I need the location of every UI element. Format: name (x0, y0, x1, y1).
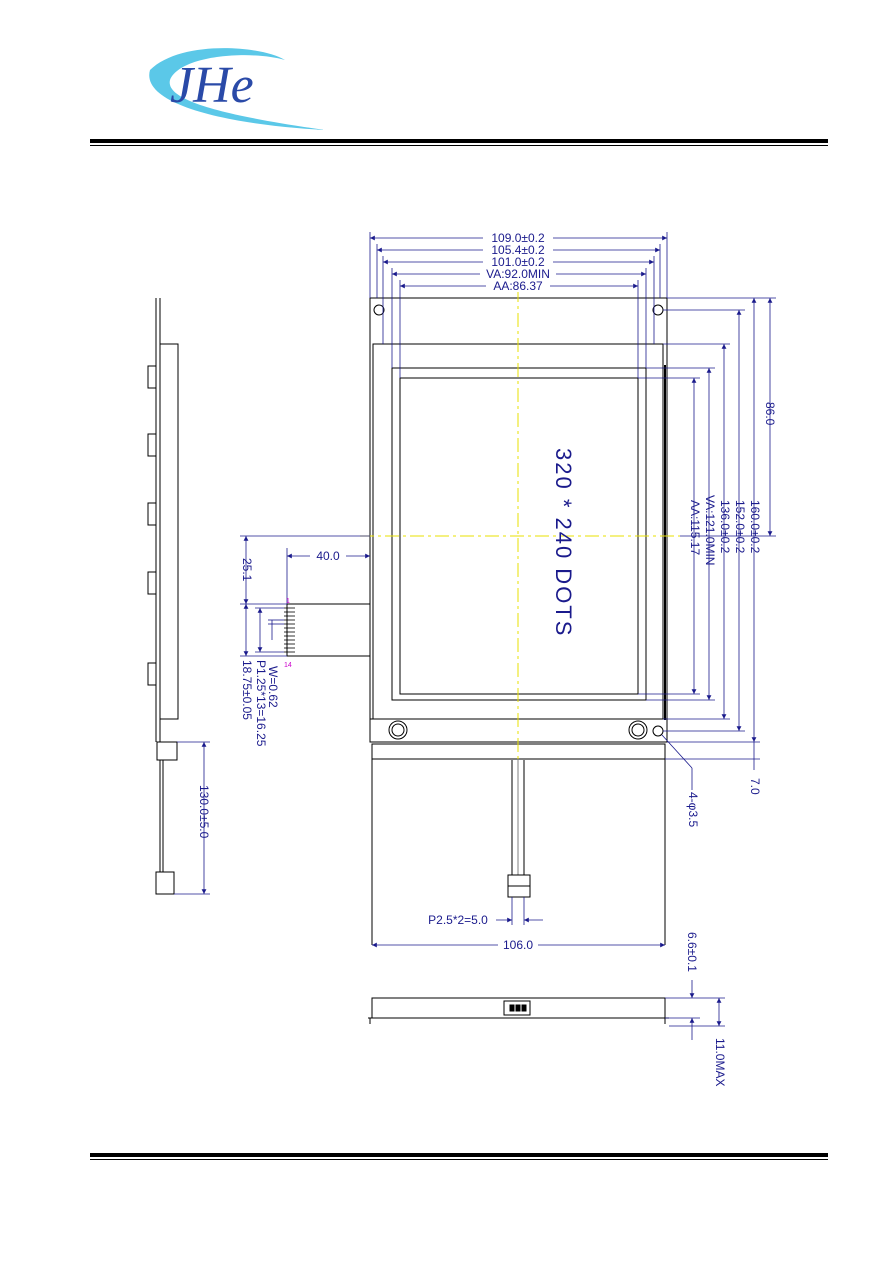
dim-pitch: P1.25*13=16.25 (254, 660, 268, 747)
mount-hole-tl (373, 304, 385, 316)
dim-aa-height: AA:115.17 (688, 500, 702, 555)
viewing-area (391, 367, 647, 701)
dim-fpc-width: 18.75±0.05 (240, 660, 254, 720)
dim-va-width: VA:92.0MIN (486, 267, 550, 281)
dim-fpc-offset: 40.0 (316, 549, 340, 563)
dim-height-total: 160.0±0.2 (748, 500, 762, 554)
dim-cable-length: 130.0±5.0 (197, 785, 211, 839)
mount-hole-br (628, 720, 648, 740)
mount-hole-tr (652, 304, 664, 316)
dim-trace-width: W=0.62 (266, 666, 280, 708)
dim-fpc-vertical: 25.1 (240, 558, 254, 582)
dim-max-thickness: 11.0MAX (713, 1038, 727, 1086)
front-view (284, 297, 668, 945)
logo-swoosh (149, 48, 325, 130)
dim-bottom-width: 106.0 (503, 938, 533, 952)
header-rule (90, 139, 828, 143)
height-dimensions (638, 297, 776, 770)
dim-hole-offset: 86.0 (763, 402, 777, 426)
mount-hole-bl-inner (391, 723, 405, 737)
side-view (147, 298, 179, 895)
pin-label-last: 14 (284, 662, 292, 669)
fpc-tail (286, 603, 371, 657)
pin-label-first: 1 (286, 598, 290, 605)
logo-text: JHe (170, 57, 254, 114)
resolution-label: 320 * 240 DOTS (551, 448, 576, 637)
header-rule-thin (90, 145, 828, 146)
dim-connector-pitch: P2.5*2=5.0 (428, 913, 488, 927)
dim-va-height: VA:121.0MIN (703, 495, 717, 565)
footer-rule-thin (90, 1159, 828, 1160)
dim-width-total: 109.0±0.2 (491, 231, 545, 245)
dim-width-3: 101.0±0.2 (491, 255, 545, 269)
dim-bottom-gap: 7.0 (748, 778, 762, 795)
dim-holes: 4-φ3.5 (686, 792, 700, 827)
dim-width-2: 105.4±0.2 (491, 243, 545, 257)
mount-hole-br2 (652, 725, 664, 737)
dim-height-2: 152.0±0.2 (733, 500, 747, 554)
mount-hole-br-inner (631, 723, 645, 737)
footer-rule (90, 1153, 828, 1157)
dim-aa-width: AA:86.37 (493, 279, 543, 293)
dim-height-3: 136.0±0.2 (718, 500, 732, 554)
fpc-dimensions (240, 535, 370, 657)
center-lines (360, 288, 680, 760)
mount-hole-bl (388, 720, 408, 740)
company-logo: JHe (149, 48, 325, 130)
edge-view (368, 997, 669, 1024)
fpc-contacts (284, 607, 295, 653)
dim-thickness: 6.6±0.1 (685, 932, 699, 972)
